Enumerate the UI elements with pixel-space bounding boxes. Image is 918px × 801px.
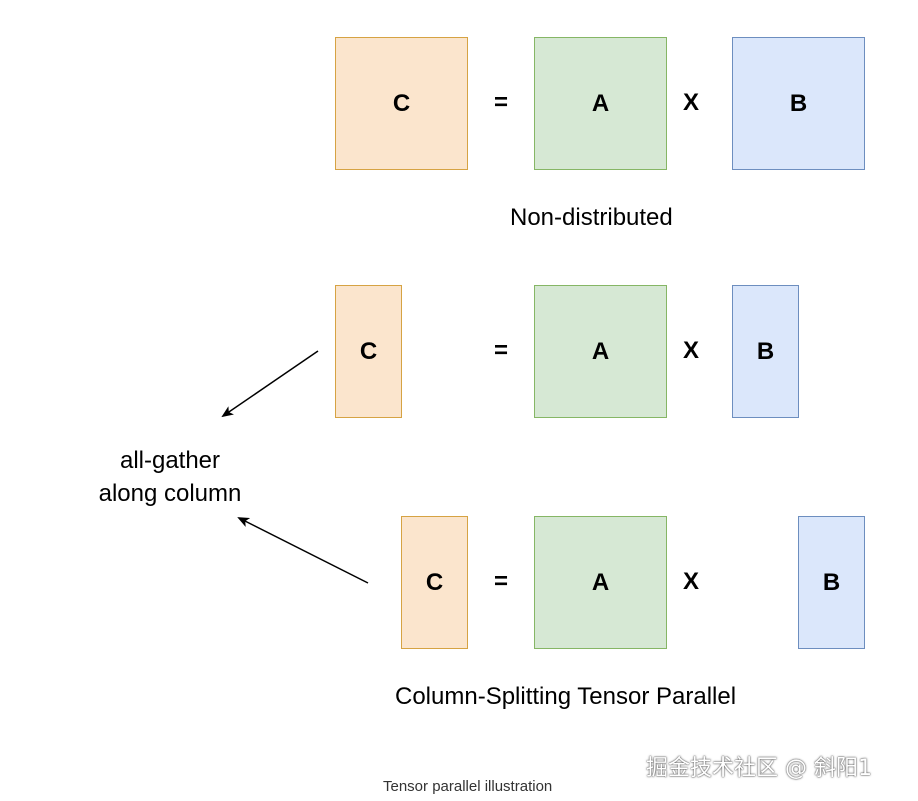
arrow-lower xyxy=(237,517,369,584)
multiply-sign: X xyxy=(682,89,699,116)
watermark-text: 掘金技术社区 @ 斜阳1 xyxy=(646,756,872,781)
matrix-a-split-1: A xyxy=(534,285,667,418)
matrix-c-full: C xyxy=(335,37,468,170)
column-splitting-caption: Column-Splitting Tensor Parallel xyxy=(395,683,737,710)
multiply-sign: X xyxy=(682,568,699,595)
all-gather-line-1: all-gather xyxy=(119,447,221,474)
equals-sign: = xyxy=(493,89,508,116)
non-distributed-caption: Non-distributed xyxy=(510,204,673,231)
equals-sign: = xyxy=(493,568,508,595)
footer-caption: Tensor parallel illustration xyxy=(383,778,553,795)
matrix-c-split-2: C xyxy=(401,516,468,649)
matrix-b-full: B xyxy=(732,37,865,170)
multiply-sign: X xyxy=(682,337,699,364)
matrix-a-split-2: A xyxy=(534,516,667,649)
matrix-b-split-2: B xyxy=(798,516,865,649)
all-gather-label: all-gather along column xyxy=(80,444,260,510)
matrix-b-split-1: B xyxy=(732,285,799,418)
matrix-c-split-1: C xyxy=(335,285,402,418)
arrow-upper xyxy=(221,350,319,418)
matrix-a-full: A xyxy=(534,37,667,170)
all-gather-line-2: along column xyxy=(98,480,242,507)
equals-sign: = xyxy=(493,337,508,364)
